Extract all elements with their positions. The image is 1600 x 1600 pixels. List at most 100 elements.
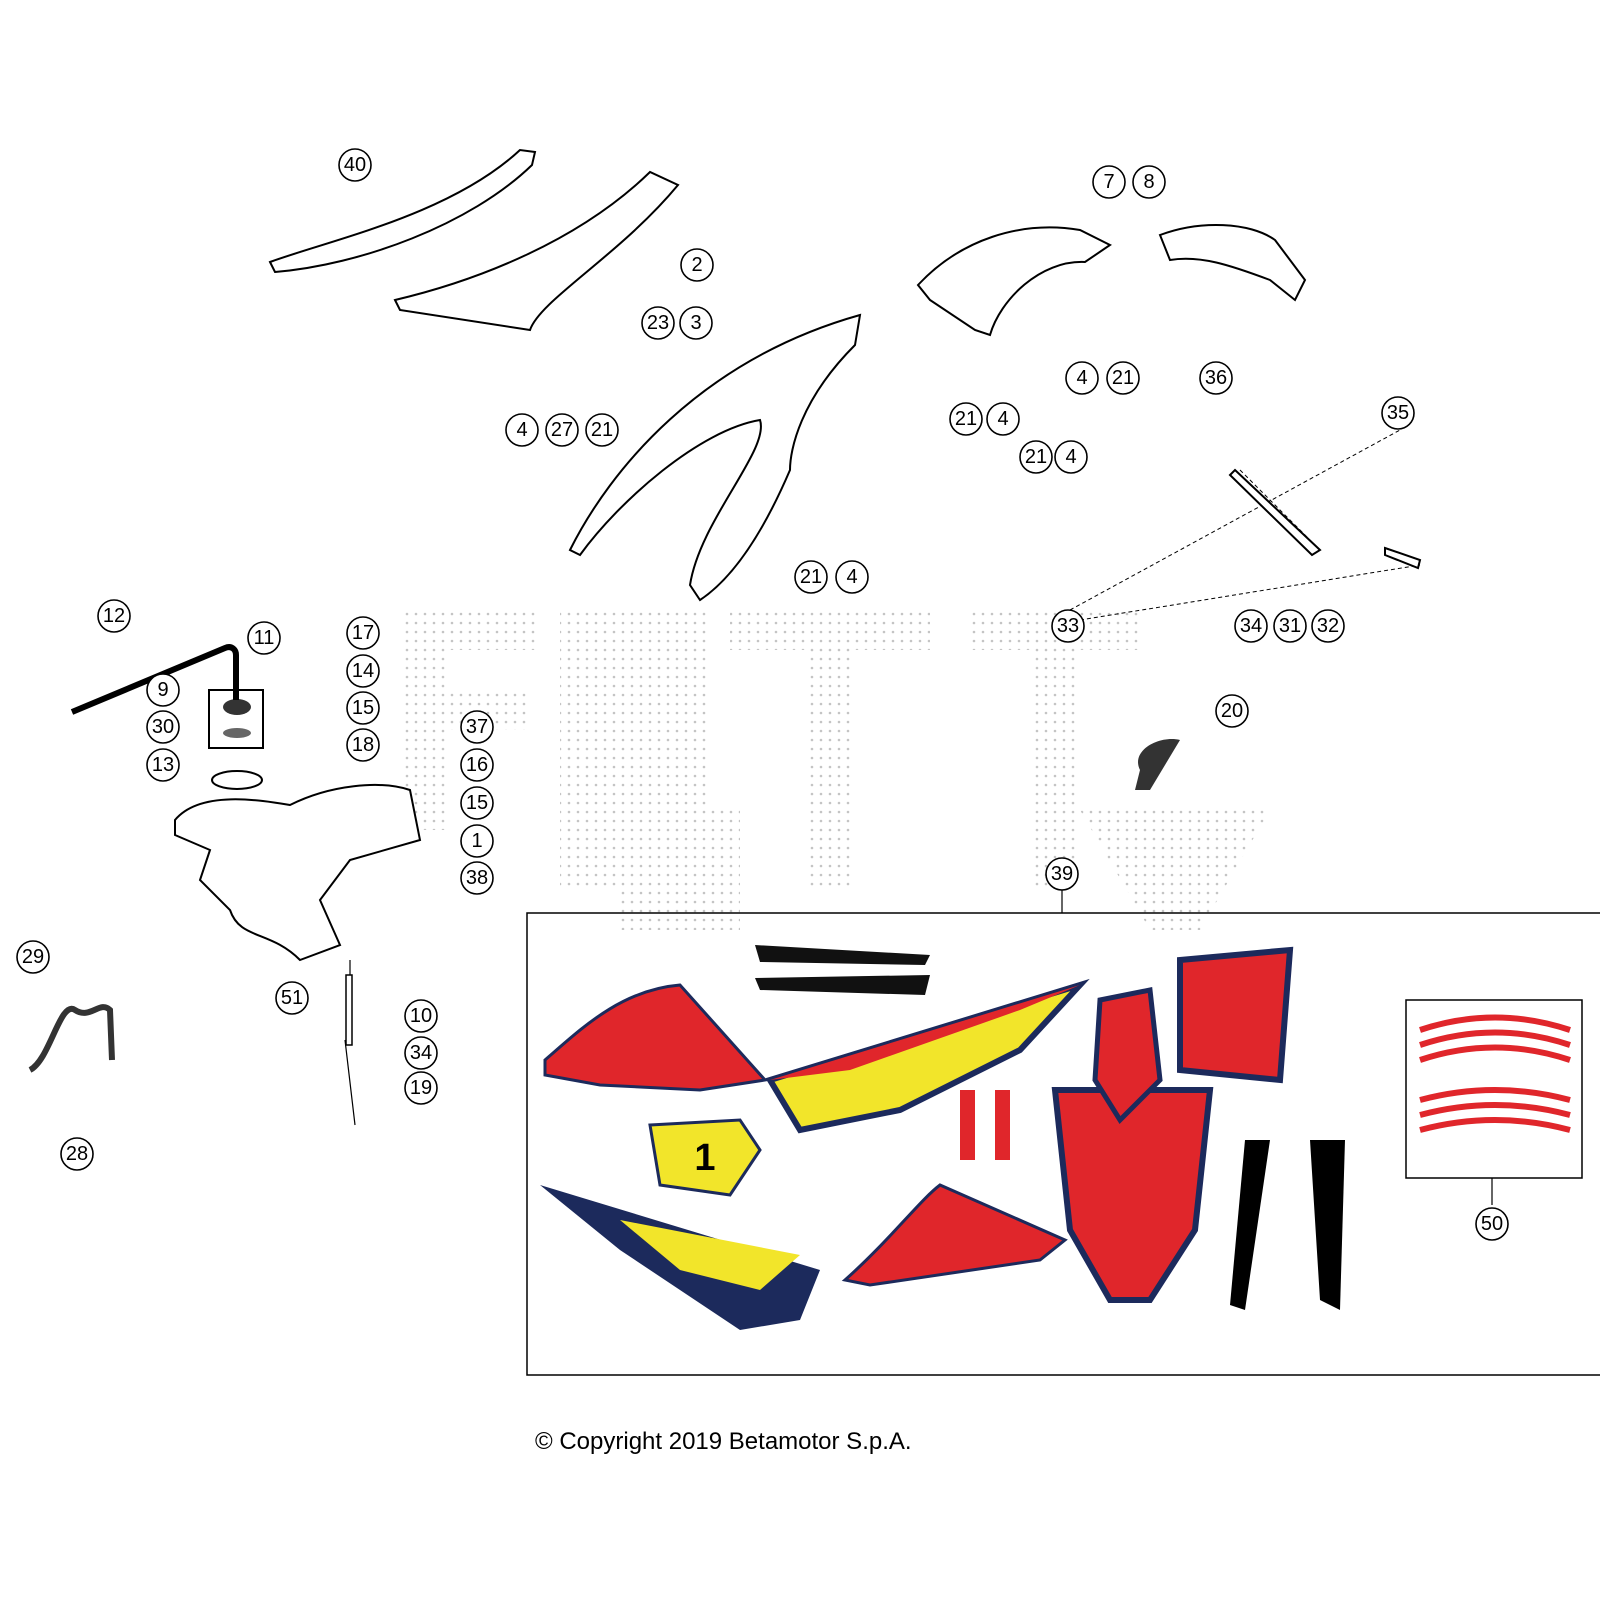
callout-circle xyxy=(1132,165,1166,199)
callout-15: 15 xyxy=(346,691,380,725)
callout-29: 29 xyxy=(16,940,50,974)
callout-circle xyxy=(460,748,494,782)
callout-label: 18 xyxy=(352,734,374,756)
callout-13: 13 xyxy=(146,748,180,782)
callout-circle xyxy=(679,306,713,340)
callout-circle xyxy=(338,148,372,182)
fuel-tank-1 xyxy=(174,784,422,962)
callout-17: 17 xyxy=(346,616,380,650)
callout-circle xyxy=(346,728,380,762)
callout-10: 10 xyxy=(404,999,438,1033)
callout-circle xyxy=(986,402,1020,436)
callout-18: 18 xyxy=(346,728,380,762)
callout-37: 37 xyxy=(460,710,494,744)
callout-circle xyxy=(641,306,675,340)
part-32 xyxy=(1384,546,1422,570)
callout-circle xyxy=(585,413,619,447)
callout-28: 28 xyxy=(60,1137,94,1171)
callout-circle xyxy=(146,748,180,782)
callout-21: 21 xyxy=(1106,361,1140,395)
callout-2: 2 xyxy=(680,248,714,282)
callout-label: 38 xyxy=(466,867,488,889)
callout-36: 36 xyxy=(1199,361,1233,395)
callout-label: 9 xyxy=(157,679,168,701)
callout-label: 39 xyxy=(1051,863,1073,885)
callout-label: 34 xyxy=(1240,615,1262,637)
cap-gasket-13 xyxy=(211,770,263,790)
callout-circle xyxy=(1092,165,1126,199)
callout-circle xyxy=(1234,609,1268,643)
callout-27: 27 xyxy=(545,413,579,447)
callout-circle xyxy=(1106,361,1140,395)
callout-7: 7 xyxy=(1092,165,1126,199)
rear-fender-7 xyxy=(916,226,1112,337)
part-31 xyxy=(1228,468,1322,557)
callout-label: 4 xyxy=(516,419,527,441)
fuel-cap-9 xyxy=(223,699,251,715)
callout-21: 21 xyxy=(794,560,828,594)
callout-circle xyxy=(460,824,494,858)
seat-cover-40 xyxy=(268,148,537,274)
callout-21: 21 xyxy=(1019,440,1053,474)
breather-hose-12 xyxy=(70,644,239,715)
callout-label: 21 xyxy=(1112,367,1134,389)
callout-label: 32 xyxy=(1317,615,1339,637)
callout-label: 29 xyxy=(22,946,44,968)
callout-4: 4 xyxy=(505,413,539,447)
callout-circle xyxy=(1273,609,1307,643)
number-plate-bracket-8 xyxy=(1158,224,1307,302)
gasket-30 xyxy=(223,728,251,738)
callout-12: 12 xyxy=(97,599,131,633)
svg-text:1: 1 xyxy=(694,1137,715,1179)
callout-label: 27 xyxy=(551,419,573,441)
leader-39-50 xyxy=(1061,890,1493,1205)
callout-circle xyxy=(1045,857,1079,891)
callout-circle xyxy=(1051,609,1085,643)
callout-label: 51 xyxy=(281,987,303,1009)
callout-label: 1 xyxy=(471,830,482,852)
callout-circle xyxy=(460,710,494,744)
callout-16: 16 xyxy=(460,748,494,782)
callout-23: 23 xyxy=(641,306,675,340)
callout-circle xyxy=(1311,609,1345,643)
callout-label: 4 xyxy=(1065,446,1076,468)
strap-20 xyxy=(1135,739,1180,790)
callout-circle xyxy=(346,654,380,688)
callout-circle xyxy=(1475,1207,1509,1241)
callout-circle xyxy=(1215,694,1249,728)
callout-label: 34 xyxy=(410,1042,432,1064)
callout-label: 21 xyxy=(591,419,613,441)
callout-33: 33 xyxy=(1051,609,1085,643)
callout-circle xyxy=(1199,361,1233,395)
callout-circle xyxy=(275,981,309,1015)
callout-3: 3 xyxy=(679,306,713,340)
decal-kit-box-39 xyxy=(526,912,1600,1376)
callout-circle xyxy=(949,402,983,436)
callout-30: 30 xyxy=(146,710,180,744)
callout-4: 4 xyxy=(1054,440,1088,474)
callout-circle xyxy=(146,710,180,744)
callout-50: 50 xyxy=(1475,1207,1509,1241)
callout-label: 21 xyxy=(800,566,822,588)
callout-circle xyxy=(835,560,869,594)
callout-circle xyxy=(346,691,380,725)
callout-38: 38 xyxy=(460,861,494,895)
callout-circle xyxy=(60,1137,94,1171)
callout-label: 40 xyxy=(344,154,366,176)
callout-34: 34 xyxy=(404,1036,438,1070)
callout-circle xyxy=(247,621,281,655)
callout-label: 16 xyxy=(466,754,488,776)
callout-21: 21 xyxy=(585,413,619,447)
callout-label: 30 xyxy=(152,716,174,738)
callout-circle xyxy=(16,940,50,974)
callout-label: 19 xyxy=(410,1077,432,1099)
decal-kit-graphics: 1 xyxy=(540,945,1345,1330)
callout-label: 4 xyxy=(997,408,1008,430)
side-panel-3 xyxy=(568,313,862,602)
callout-19: 19 xyxy=(404,1071,438,1105)
callout-label: 8 xyxy=(1143,171,1154,193)
callout-39: 39 xyxy=(1045,857,1079,891)
callout-circle xyxy=(1381,396,1415,430)
callout-label: 21 xyxy=(955,408,977,430)
